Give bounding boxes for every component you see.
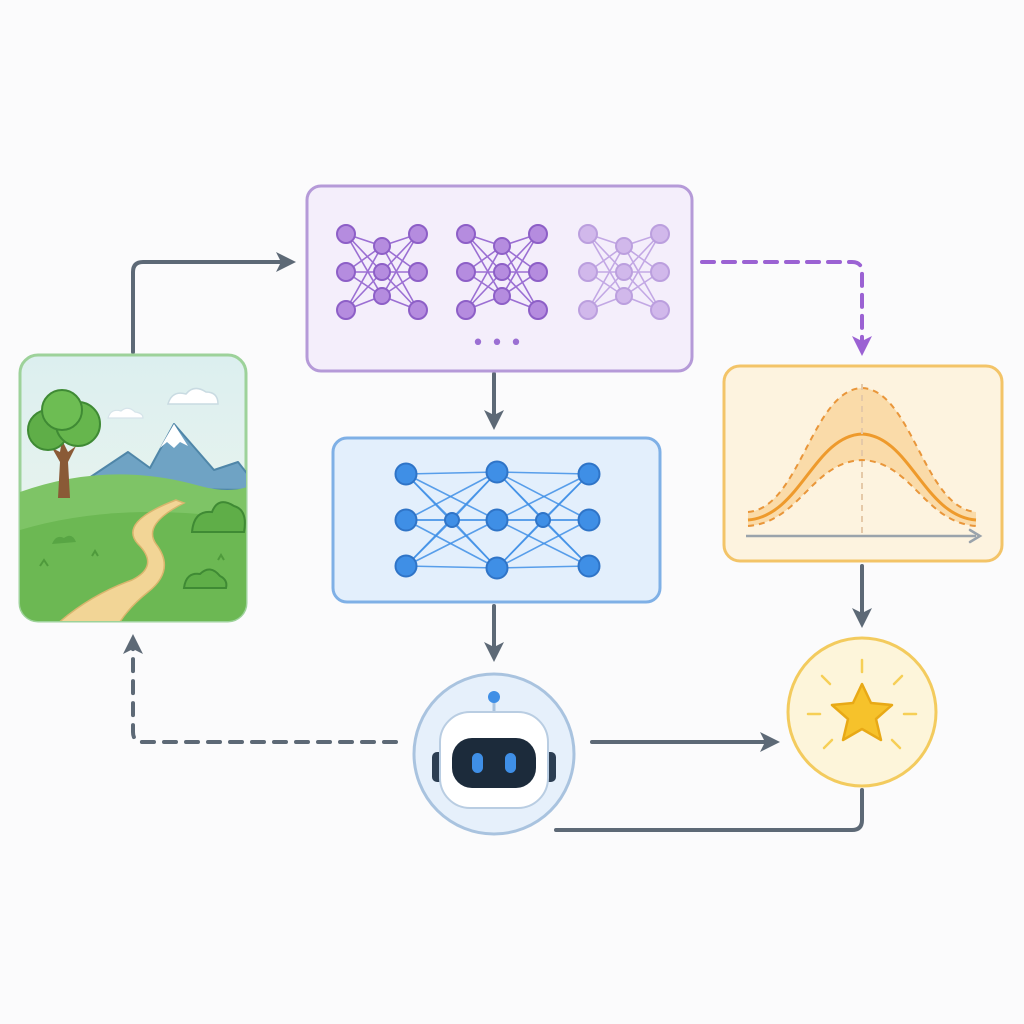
ensemble-edge — [587, 233, 625, 297]
policy-edge — [405, 471, 498, 521]
edge-agent-reward-feedback — [554, 788, 864, 832]
robot-eye-left — [472, 753, 483, 773]
ensemble-node — [650, 300, 670, 320]
ensemble-edge — [345, 233, 383, 297]
policy-node — [485, 508, 509, 532]
uncertainty-axis-arrow — [968, 528, 983, 544]
ensemble-edge — [623, 233, 661, 297]
uncertainty-band — [748, 388, 976, 526]
policy-edge — [496, 565, 590, 569]
policy-edge — [405, 519, 498, 569]
edge-environment-to-ensemble — [131, 252, 296, 354]
policy-node — [577, 554, 601, 578]
ensemble-node — [408, 262, 428, 282]
ensemble-edge — [501, 245, 539, 311]
ensemble-node — [456, 224, 476, 244]
policy-edge — [496, 519, 590, 567]
connectors — [123, 252, 872, 832]
gaussian-uncertainty-icon — [746, 384, 983, 544]
ensemble-edge — [587, 245, 625, 311]
ensemble-node — [578, 224, 598, 244]
policy-node — [394, 508, 418, 532]
ensemble-node — [578, 262, 598, 282]
ensemble-node — [615, 237, 633, 255]
ensemble-node — [336, 300, 356, 320]
uncertainty-upper-bound — [747, 386, 977, 513]
ensemble-node — [493, 263, 511, 281]
ensemble-edge — [465, 245, 503, 311]
neural-network-icon — [394, 460, 601, 580]
ensemble-edge — [623, 245, 661, 311]
ensemble-node — [373, 237, 391, 255]
ensemble-node — [493, 237, 511, 255]
policy-node — [394, 462, 418, 486]
policy-edge — [496, 471, 590, 475]
policy-edge — [496, 519, 590, 569]
ensemble-edge — [381, 245, 419, 311]
ensemble-node — [408, 224, 428, 244]
policy-edge — [496, 473, 590, 521]
policy-node — [535, 512, 551, 528]
agent-node — [412, 672, 576, 836]
reward-node — [786, 636, 938, 788]
policy-node — [485, 556, 509, 580]
policy-node — [577, 508, 601, 532]
policy-node — [577, 462, 601, 486]
robot-eye-right — [505, 753, 516, 773]
robot-visor — [452, 738, 536, 788]
ensemble-node — [373, 287, 391, 305]
ensemble-node — [408, 300, 428, 320]
uncertainty-card — [722, 364, 1004, 563]
ensemble-edge — [381, 233, 419, 297]
policy-edge — [496, 471, 590, 521]
policy-node — [485, 460, 509, 484]
ensemble-node — [336, 262, 356, 282]
policy-node — [394, 554, 418, 578]
landscape-icon — [20, 387, 246, 621]
policy-edge — [405, 519, 498, 567]
ensemble-member-2 — [456, 224, 548, 320]
ensemble-node — [528, 262, 548, 282]
neural-network-ensemble-icon — [336, 224, 670, 320]
ensemble-node — [336, 224, 356, 244]
policy-edge — [405, 565, 498, 569]
ensemble-edge — [345, 245, 383, 311]
robot-icon — [432, 691, 556, 809]
ensemble-node — [528, 300, 548, 320]
star-icon — [806, 658, 918, 750]
ensemble-node — [615, 287, 633, 305]
edge-agent-to-environment-dashed — [123, 634, 398, 744]
environment-card — [18, 353, 248, 623]
ensemble-ellipsis: ••• — [472, 331, 529, 356]
policy-node — [444, 512, 460, 528]
edge-ensemble-to-uncertainty — [700, 260, 872, 356]
ensemble-node — [650, 262, 670, 282]
policy-card — [331, 436, 662, 604]
ensemble-node — [456, 300, 476, 320]
ensemble-node — [615, 263, 633, 281]
ensemble-node — [493, 287, 511, 305]
ensemble-node — [528, 224, 548, 244]
ensemble-member-3 — [578, 224, 670, 320]
ensemble-node — [456, 262, 476, 282]
ensemble-node — [578, 300, 598, 320]
ensemble-member-1 — [336, 224, 428, 320]
ensemble-node — [373, 263, 391, 281]
ensemble-edge — [501, 233, 539, 297]
ensemble-node — [650, 224, 670, 244]
policy-edge — [405, 471, 498, 475]
ensemble-edge — [465, 233, 503, 297]
uncertainty-lower-bound — [747, 458, 977, 527]
ensemble-card: ••• — [305, 184, 694, 373]
policy-edge — [405, 473, 498, 521]
